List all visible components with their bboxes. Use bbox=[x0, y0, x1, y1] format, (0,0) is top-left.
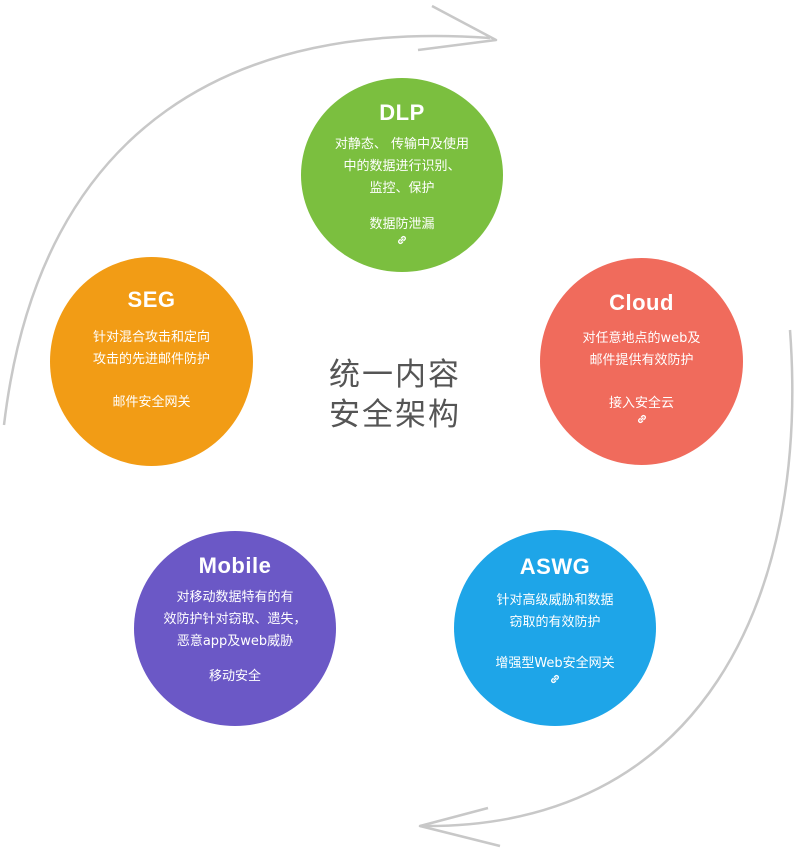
description-line: 中的数据进行识别、 bbox=[343, 159, 461, 174]
module-description: 对任意地点的web及 邮件提供有效防护 bbox=[540, 328, 743, 372]
description-line: 攻击的先进邮件防护 bbox=[92, 352, 210, 367]
link-icon[interactable] bbox=[396, 234, 408, 246]
description-line: 对静态、 传输中及使用 bbox=[334, 137, 470, 152]
product-link[interactable]: 数据防泄漏 bbox=[369, 217, 435, 232]
module-title: SEG bbox=[127, 287, 176, 312]
arrow-head-icon bbox=[418, 806, 501, 848]
module-cloud[interactable]: Cloud 对任意地点的web及 邮件提供有效防护 接入安全云 bbox=[540, 258, 743, 465]
module-description: 针对混合攻击和定向 攻击的先进邮件防护 bbox=[50, 327, 253, 371]
module-title: Mobile bbox=[198, 553, 272, 578]
center-title-line: 统一内容 bbox=[329, 357, 461, 393]
module-title: DLP bbox=[379, 100, 425, 125]
module-title: ASWG bbox=[519, 554, 591, 579]
module-dlp[interactable]: DLP 对静态、 传输中及使用 中的数据进行识别、 监控、保护 数据防泄漏 bbox=[301, 78, 503, 272]
description-line: 对任意地点的web及 bbox=[582, 331, 701, 346]
center-title: 统一内容 安全架构 bbox=[300, 355, 490, 435]
module-description: 针对高级威胁和数据 窃取的有效防护 bbox=[454, 590, 656, 634]
description-line: 对移动数据特有的有 bbox=[176, 590, 294, 605]
module-seg[interactable]: SEG 针对混合攻击和定向 攻击的先进邮件防护 邮件安全网关 bbox=[50, 257, 253, 466]
arrow-head-icon bbox=[417, 4, 498, 52]
module-aswg[interactable]: ASWG 针对高级威胁和数据 窃取的有效防护 增强型Web安全网关 bbox=[454, 530, 656, 726]
product-link[interactable]: 增强型Web安全网关 bbox=[495, 656, 615, 671]
product-link[interactable]: 移动安全 bbox=[208, 669, 261, 684]
cycle-arc-bottom-right bbox=[419, 329, 794, 828]
description-line: 窃取的有效防护 bbox=[509, 615, 601, 630]
module-title: Cloud bbox=[609, 290, 674, 315]
link-icon[interactable] bbox=[636, 413, 648, 425]
center-title-line: 安全架构 bbox=[329, 397, 461, 433]
product-link[interactable]: 邮件安全网关 bbox=[112, 395, 191, 410]
description-line: 邮件提供有效防护 bbox=[589, 353, 694, 368]
description-line: 针对混合攻击和定向 bbox=[92, 330, 210, 345]
module-description: 对移动数据特有的有 效防护针对窃取、遗失， 恶意app及web威胁 bbox=[134, 587, 336, 653]
cycle-arc-top-left bbox=[2, 34, 491, 426]
module-mobile[interactable]: Mobile 对移动数据特有的有 效防护针对窃取、遗失， 恶意app及web威胁… bbox=[134, 531, 336, 726]
link-icon[interactable] bbox=[549, 673, 561, 685]
description-line: 效防护针对窃取、遗失， bbox=[163, 612, 307, 627]
product-link[interactable]: 接入安全云 bbox=[608, 396, 674, 411]
description-line: 监控、保护 bbox=[369, 181, 435, 196]
description-line: 针对高级威胁和数据 bbox=[496, 593, 614, 608]
description-line: 恶意app及web威胁 bbox=[176, 634, 294, 649]
module-description: 对静态、 传输中及使用 中的数据进行识别、 监控、保护 bbox=[301, 134, 503, 200]
